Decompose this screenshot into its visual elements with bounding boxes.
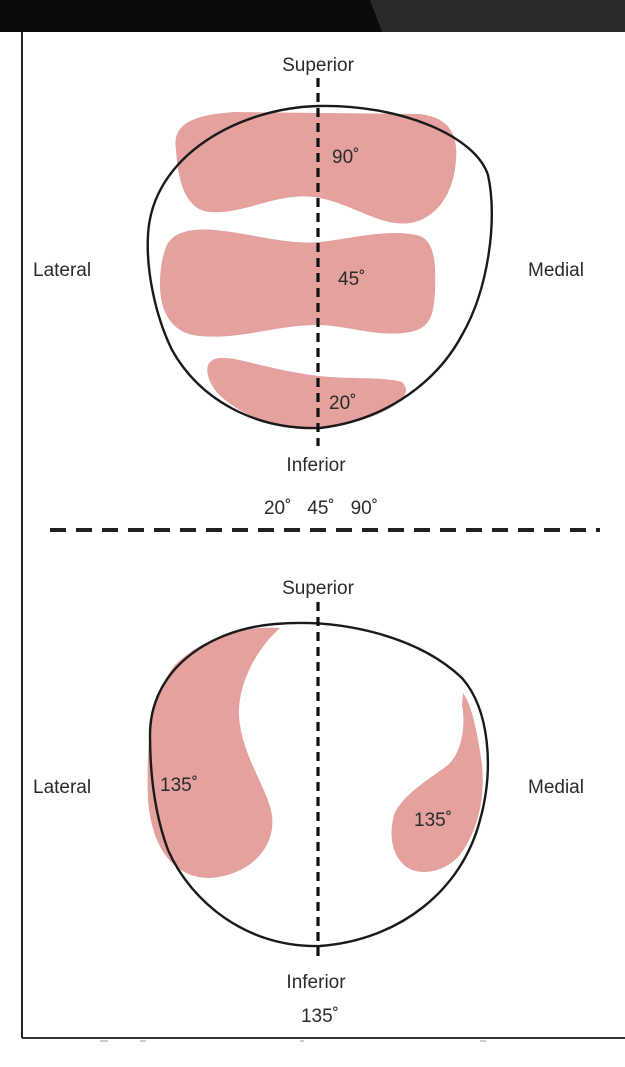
top-lateral-label: Lateral — [33, 260, 91, 281]
bottom-outline — [148, 621, 490, 948]
region-45-label: 45˚ — [338, 269, 365, 290]
region-135-medial — [391, 693, 483, 872]
region-20-label: 20˚ — [329, 393, 356, 414]
top-bar-tab — [370, 0, 625, 32]
top-medial-label: Medial — [528, 260, 584, 281]
bottom-medial-label: Medial — [528, 777, 584, 798]
region-135-medial-label: 135˚ — [414, 810, 452, 831]
region-20 — [207, 357, 406, 429]
top-inferior-label: Inferior — [286, 455, 346, 476]
bottom-panel: Superior Inferior Lateral Medial 135˚ 13… — [33, 578, 584, 1027]
top-caption: 20˚ 45˚ 90˚ — [264, 498, 378, 519]
region-90 — [175, 112, 457, 224]
region-45 — [160, 229, 436, 337]
bottom-caption: 135˚ — [301, 1006, 339, 1027]
bottom-superior-label: Superior — [282, 578, 354, 599]
top-panel: Superior Inferior Lateral Medial 90˚ 45˚… — [33, 55, 584, 519]
top-superior-label: Superior — [282, 55, 354, 76]
region-135-lateral — [147, 627, 280, 878]
bottom-inferior-label: Inferior — [286, 972, 346, 993]
top-outline — [146, 104, 493, 430]
region-90-label: 90˚ — [332, 147, 359, 168]
bottom-lateral-label: Lateral — [33, 777, 91, 798]
region-135-lateral-label: 135˚ — [160, 775, 198, 796]
